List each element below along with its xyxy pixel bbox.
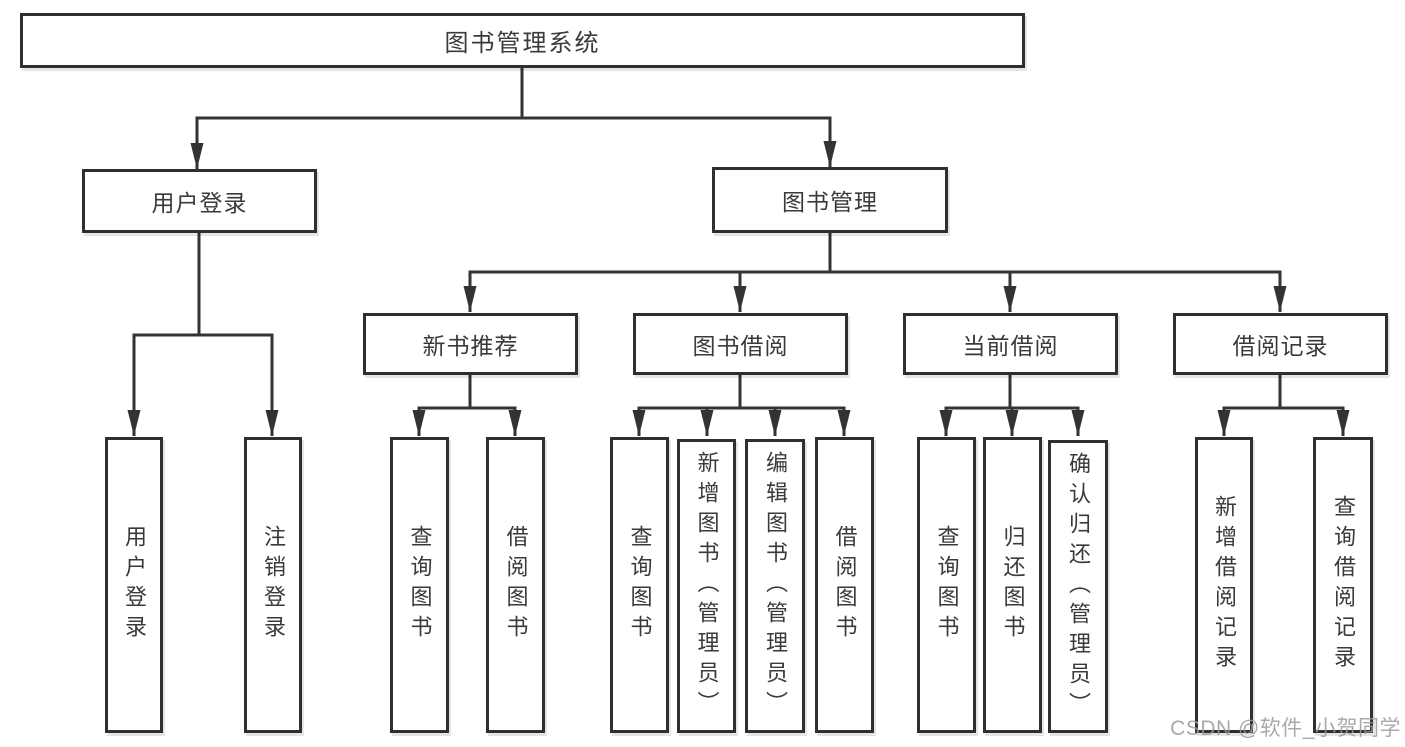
leaf-nb-query-books: 查询图书 (390, 437, 449, 733)
leaf-bb-borrow-books: 借阅图书 (815, 437, 874, 733)
leaf-cb-confirm-return-admin-label: 确认归还（管理员） (1066, 451, 1091, 722)
node-new-book-recommend-label: 新书推荐 (422, 333, 519, 359)
leaf-br-add-record: 新增借阅记录 (1195, 437, 1253, 733)
leaf-bb-edit-books-admin-label: 编辑图书（管理员） (763, 451, 788, 721)
node-borrow-records: 借阅记录 (1173, 313, 1388, 375)
node-user-login-label: 用户登录 (151, 190, 248, 216)
connector-lines (127, 68, 1350, 436)
leaf-bb-add-books-admin: 新增图书（管理员） (677, 439, 736, 733)
leaf-nb-query-books-label: 查询图书 (407, 525, 433, 645)
node-current-borrow: 当前借阅 (903, 313, 1118, 375)
leaf-nb-borrow-books-label: 借阅图书 (503, 525, 529, 645)
leaf-bb-borrow-books-label: 借阅图书 (832, 525, 858, 645)
csdn-watermark: CSDN @软件_小贺同学 (1170, 717, 1401, 740)
leaf-cb-confirm-return-admin: 确认归还（管理员） (1048, 440, 1108, 733)
node-root-label: 图书管理系统 (444, 30, 601, 57)
leaf-user-login: 用户登录 (105, 437, 163, 733)
leaf-cb-return-books: 归还图书 (983, 437, 1042, 733)
node-current-borrow-label: 当前借阅 (962, 333, 1059, 359)
node-root: 图书管理系统 (20, 13, 1025, 68)
leaf-br-query-record: 查询借阅记录 (1313, 437, 1373, 733)
node-book-borrow: 图书借阅 (633, 313, 848, 375)
leaf-cb-query-books: 查询图书 (917, 437, 976, 733)
leaf-logout-label: 注销登录 (261, 525, 286, 645)
leaf-br-add-record-label: 新增借阅记录 (1212, 495, 1237, 675)
leaf-user-login-label: 用户登录 (122, 525, 147, 645)
leaf-bb-edit-books-admin: 编辑图书（管理员） (745, 439, 805, 733)
leaf-cb-query-books-label: 查询图书 (934, 525, 960, 645)
leaf-bb-query-books-label: 查询图书 (627, 525, 653, 645)
leaf-cb-return-books-label: 归还图书 (1000, 525, 1026, 645)
leaf-nb-borrow-books: 借阅图书 (486, 437, 545, 733)
leaf-br-query-record-label: 查询借阅记录 (1331, 495, 1356, 675)
leaf-bb-query-books: 查询图书 (610, 437, 669, 733)
leaf-bb-add-books-admin-label: 新增图书（管理员） (694, 451, 720, 721)
node-book-management-label: 图书管理 (782, 189, 878, 215)
node-user-login: 用户登录 (82, 169, 317, 233)
node-new-book-recommend: 新书推荐 (363, 313, 578, 375)
leaf-logout: 注销登录 (244, 437, 302, 733)
node-borrow-records-label: 借阅记录 (1232, 333, 1329, 359)
node-book-management: 图书管理 (712, 167, 948, 233)
node-book-borrow-label: 图书借阅 (692, 333, 789, 359)
